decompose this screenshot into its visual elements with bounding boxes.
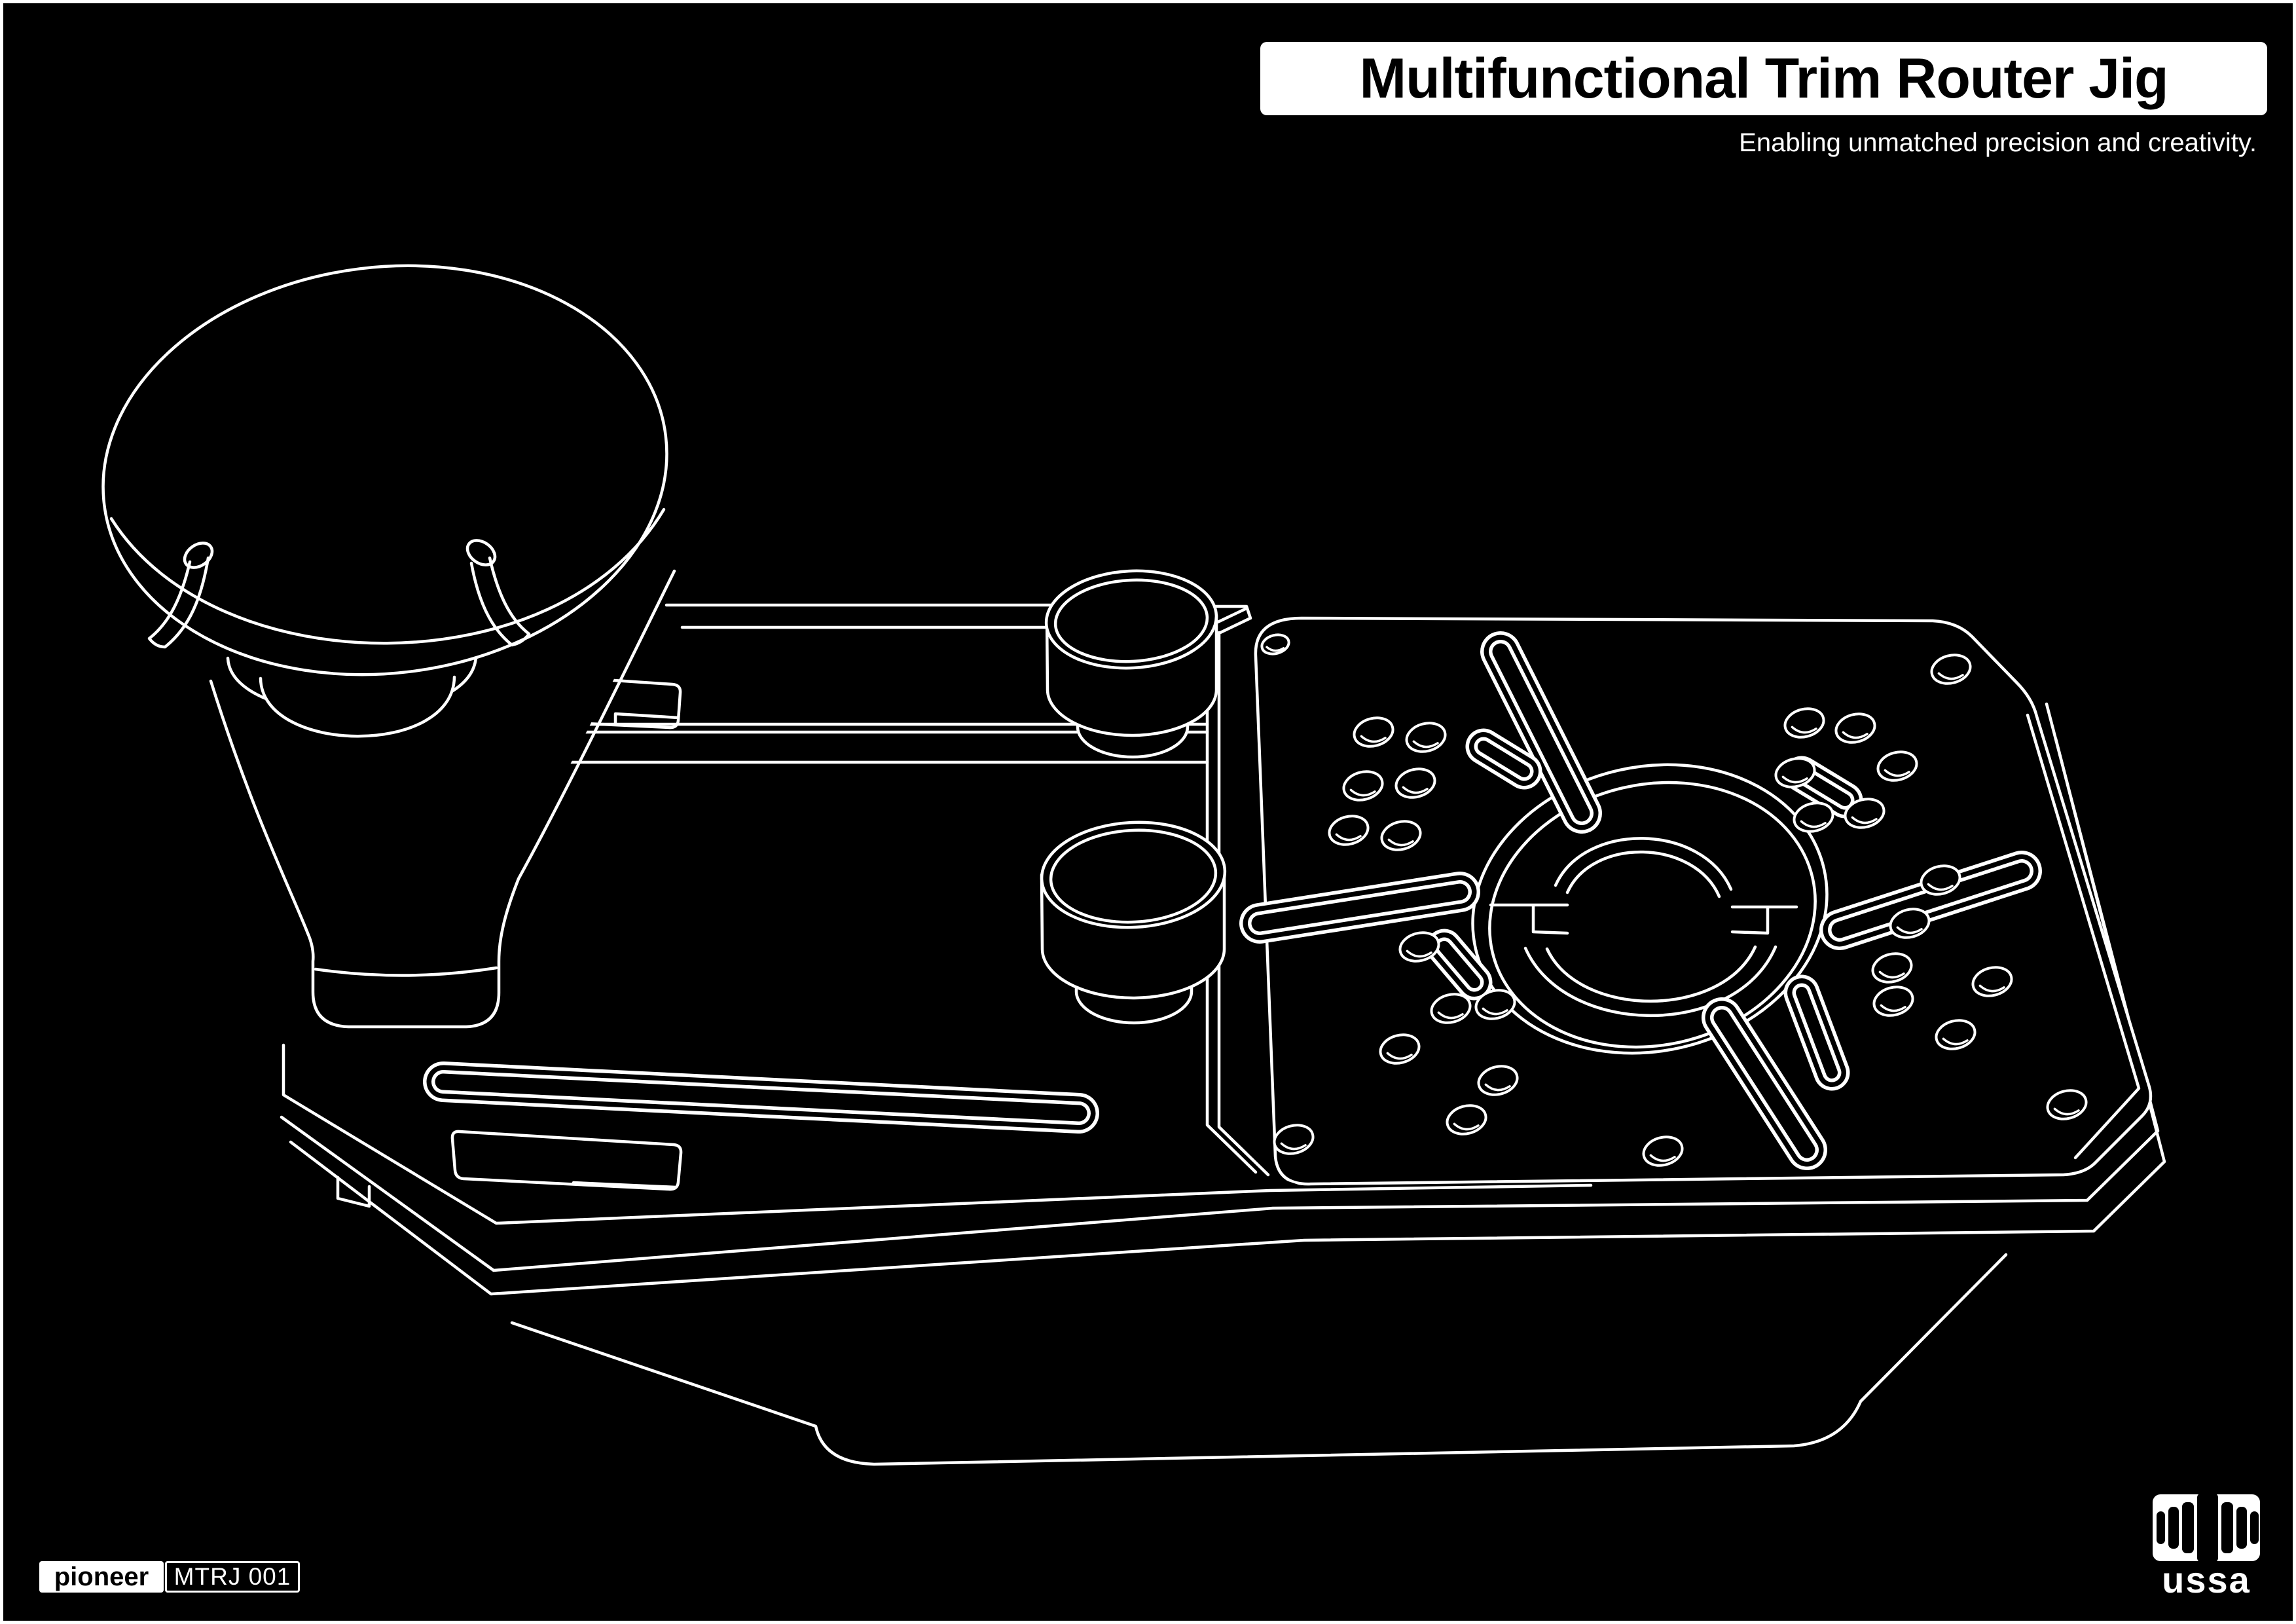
hole-depth-arc xyxy=(1453,1122,1480,1131)
hole-depth-arc xyxy=(1386,1052,1413,1060)
hole-depth-arc xyxy=(1842,731,1868,739)
company-logo: ussa xyxy=(2153,1493,2260,1600)
hole-depth-arc xyxy=(1878,970,1905,979)
hole-depth-arc xyxy=(1349,788,1376,797)
hole-depth-arc xyxy=(1884,769,1910,777)
lower-knob-top xyxy=(1040,821,1227,929)
bore-bottom-arc-inner xyxy=(1545,945,1757,1003)
knob-hook-left-bulb xyxy=(183,542,214,569)
hole-depth-arc xyxy=(1649,1154,1676,1162)
bottom-stack-deep xyxy=(510,1253,2008,1466)
bore-shelf-left xyxy=(1489,903,1569,935)
upper-knob-top xyxy=(1044,569,1218,670)
bore-bottom-arc xyxy=(1523,945,1777,1018)
logo-bar xyxy=(2168,1507,2179,1549)
hole-depth-arc xyxy=(1280,1142,1307,1151)
left-plate-outline xyxy=(282,1043,1593,1225)
hole-depth-arc xyxy=(1880,1004,1906,1012)
hole-depth-arc xyxy=(1942,1037,1969,1046)
title-box: Multifunctional Trim Router Jig xyxy=(1260,42,2267,115)
page-title: Multifunctional Trim Router Jig xyxy=(1359,46,2168,110)
right-plate-edge-inner xyxy=(2026,713,2141,1160)
upper-knob-top-inner xyxy=(1053,578,1209,663)
knob-hook-right xyxy=(469,556,531,647)
hole-depth-arc xyxy=(1791,726,1817,734)
part-code-badge: MTRJ 001 xyxy=(165,1561,300,1593)
hole-depth-arc xyxy=(1360,735,1387,743)
hole-depth-arc xyxy=(1978,984,2005,993)
hole-depth-arc xyxy=(1896,926,1923,934)
hole-depth-arc xyxy=(1482,1007,1508,1016)
hole-depth-arc xyxy=(1851,816,1878,824)
hole-depth-arc xyxy=(1402,786,1429,794)
knob-hook-left xyxy=(147,556,210,649)
left-plate-tab xyxy=(336,1175,371,1208)
logo-bar xyxy=(2250,1511,2259,1544)
tongue-tab xyxy=(1205,604,1252,635)
logo-bar xyxy=(2236,1507,2247,1549)
bore-top-arc-inner xyxy=(1565,850,1721,898)
hole-depth-arc xyxy=(1266,646,1285,652)
knob-hook-right-bulb xyxy=(465,539,497,566)
hole-depth-arc xyxy=(1781,775,1808,784)
hole-depth-arc xyxy=(1927,883,1954,891)
knob-neck-outline xyxy=(209,569,676,1029)
brand-badge: pioneer xyxy=(39,1561,164,1593)
footer-badges: pioneer MTRJ 001 xyxy=(39,1561,300,1593)
hole-depth-arc xyxy=(2053,1107,2080,1116)
logo-bars-icon xyxy=(2153,1493,2260,1562)
hole-depth-arc xyxy=(1484,1083,1511,1092)
hole-depth-arc xyxy=(1412,740,1439,748)
knob-collar-lower-arc xyxy=(259,675,456,738)
hole-depth-arc xyxy=(1406,950,1432,958)
logo-bar xyxy=(2182,1502,2194,1553)
opening-inner-ring xyxy=(1488,781,1817,1049)
part-code-label: MTRJ 001 xyxy=(173,1563,291,1590)
knob-dome xyxy=(101,264,668,676)
opening-outer-ring xyxy=(1471,763,1829,1055)
lower-knob-top-inner xyxy=(1049,828,1218,924)
hole-depth-arc xyxy=(1437,1011,1464,1020)
logo-bar xyxy=(2197,1493,2218,1562)
logo-bar xyxy=(2157,1511,2165,1544)
brand-label: pioneer xyxy=(54,1562,149,1591)
hole-depth-arc xyxy=(1800,820,1827,828)
hole-depth-arc xyxy=(1387,838,1414,847)
page-subtitle: Enabling unmatched precision and creativ… xyxy=(1739,128,2257,157)
hole-depth-arc xyxy=(1937,672,1964,680)
logo-text: ussa xyxy=(2162,1559,2251,1600)
lower-cutout xyxy=(450,1130,683,1191)
bore-top-arc xyxy=(1554,837,1733,891)
bore-shelf-right xyxy=(1730,905,1798,935)
knob-rim xyxy=(109,507,666,645)
hole-depth-arc xyxy=(1335,833,1362,841)
logo-bar xyxy=(2221,1502,2233,1553)
